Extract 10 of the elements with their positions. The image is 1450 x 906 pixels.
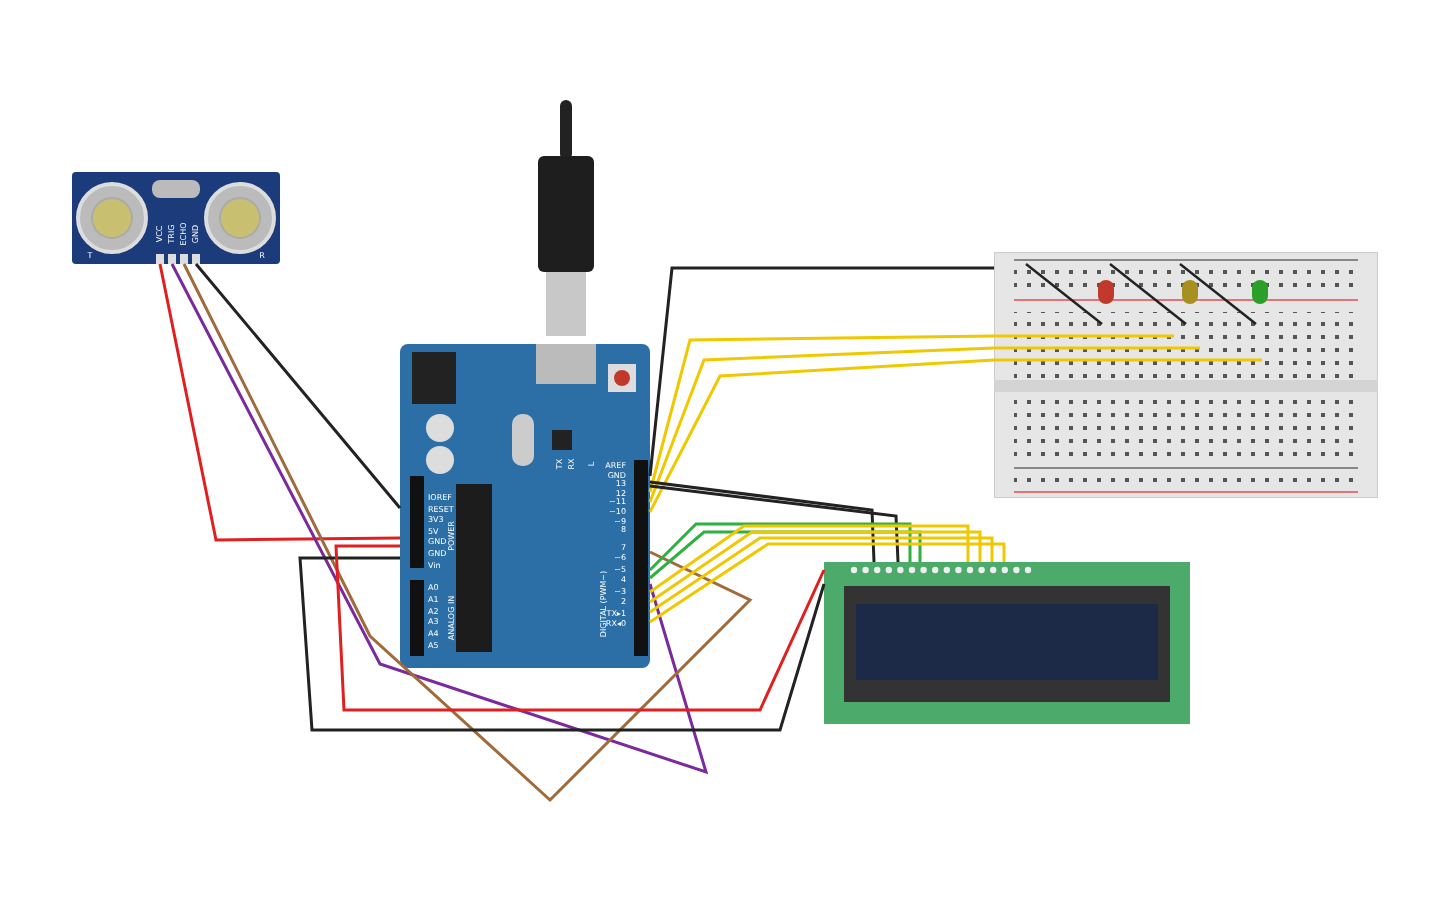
wire: [648, 522, 912, 572]
wire: [158, 263, 400, 542]
wire: [298, 556, 826, 732]
wire: [648, 266, 994, 477]
wire: [649, 524, 970, 594]
wire: [194, 263, 402, 509]
wire: [334, 544, 826, 712]
wire: [649, 536, 994, 614]
wire: [649, 530, 982, 604]
wire: [649, 542, 1006, 624]
